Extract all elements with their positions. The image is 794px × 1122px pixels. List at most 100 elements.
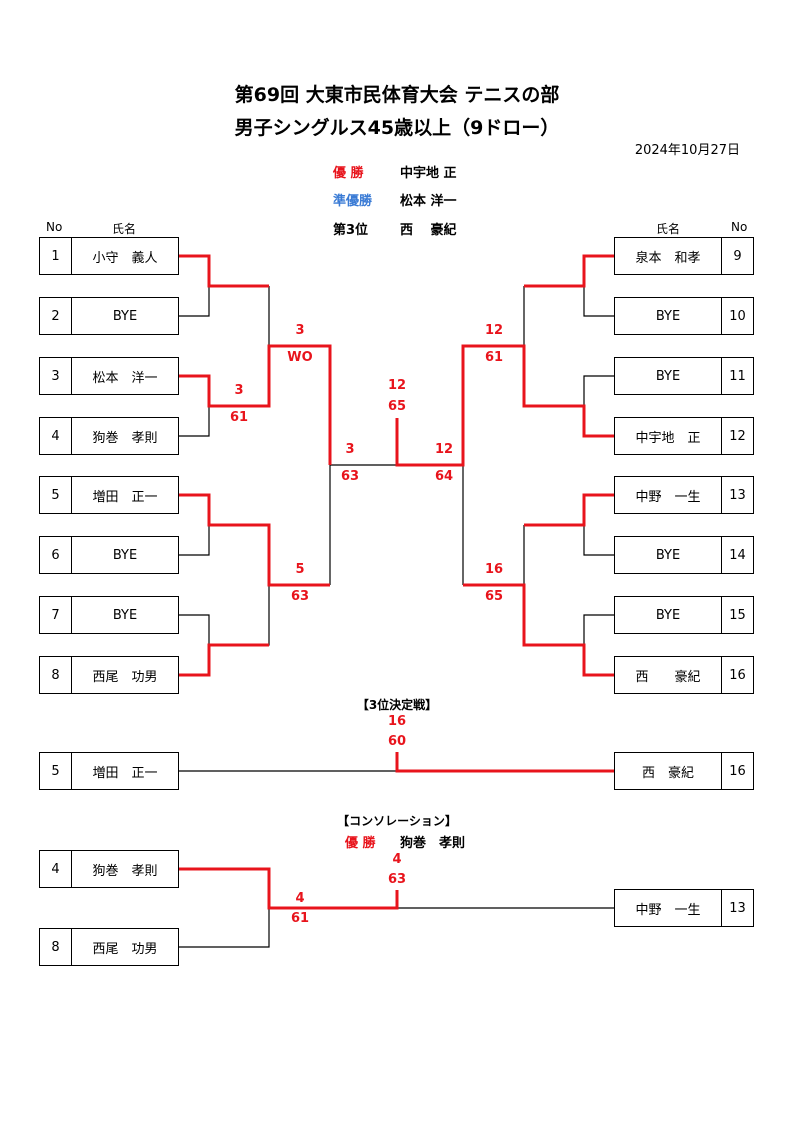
player-name: 西 豪紀 xyxy=(635,669,701,685)
player-name: BYE xyxy=(655,547,681,563)
player-name: 中野 一生 xyxy=(635,902,701,918)
player-box-6: 6 BYE xyxy=(39,536,179,574)
player-box-13: 中野 一生 13 xyxy=(614,476,754,514)
player-box-9: 泉本 和孝 9 xyxy=(614,237,754,275)
player-no: 13 xyxy=(721,890,753,926)
player-no: 15 xyxy=(721,597,753,633)
score-winner: 12 xyxy=(434,442,454,457)
player-no: 2 xyxy=(40,298,72,334)
score-right-sf: 12 64 xyxy=(414,442,474,485)
player-name: BYE xyxy=(655,308,681,324)
left-no-header: No xyxy=(46,220,63,234)
player-no: 16 xyxy=(721,753,753,789)
score-set: 65 xyxy=(387,399,407,414)
consolation-player-13: 中野 一生 13 xyxy=(614,889,754,927)
player-name: 泉本 和孝 xyxy=(635,250,701,266)
player-no: 7 xyxy=(40,597,72,633)
score-set: WO xyxy=(287,350,313,365)
player-name: 小守 義人 xyxy=(92,250,158,266)
player-name: 狗巻 孝則 xyxy=(92,430,158,446)
player-box-14: BYE 14 xyxy=(614,536,754,574)
score-winner: 16 xyxy=(387,714,407,729)
score-set: 63 xyxy=(290,589,310,604)
player-name: BYE xyxy=(655,607,681,623)
player-name: 西尾 功男 xyxy=(92,941,158,957)
score-set: 61 xyxy=(229,410,249,425)
red-winner-lines xyxy=(179,254,614,910)
score-set: 61 xyxy=(484,350,504,365)
score-left-r1: 3 61 xyxy=(209,383,269,426)
player-name: 西尾 功男 xyxy=(92,669,158,685)
third-place-title: 【3位決定戦】 xyxy=(356,698,438,712)
consolation-player-8: 8 西尾 功男 xyxy=(39,928,179,966)
score-winner: 3 xyxy=(345,442,355,457)
title-line-2: 男子シングルス45歳以上（9ドロー） xyxy=(234,117,560,139)
score-set: 60 xyxy=(387,734,407,749)
score-left-sf: 3 63 xyxy=(320,442,380,485)
date: 2024年10月27日 xyxy=(634,143,740,158)
left-name-header: 氏名 xyxy=(112,222,137,236)
score-set: 63 xyxy=(340,469,360,484)
consolation-winner-label: 優 勝 xyxy=(345,836,376,851)
player-name: 中野 一生 xyxy=(635,489,701,505)
player-no: 1 xyxy=(40,238,72,274)
player-no: 9 xyxy=(721,238,753,274)
third-place-right-player: 西 豪紀 16 xyxy=(614,752,754,790)
runner-up-label: 準優勝 xyxy=(333,194,373,209)
player-name: 西 豪紀 xyxy=(641,765,694,781)
player-no: 6 xyxy=(40,537,72,573)
player-box-7: 7 BYE xyxy=(39,596,179,634)
player-no: 8 xyxy=(40,929,72,965)
player-box-12: 中宇地 正 12 xyxy=(614,417,754,455)
score-set: 65 xyxy=(484,589,504,604)
score-winner: 3 xyxy=(295,323,305,338)
score-set: 63 xyxy=(387,872,407,887)
player-name: BYE xyxy=(112,308,138,324)
player-no: 14 xyxy=(721,537,753,573)
player-box-16: 西 豪紀 16 xyxy=(614,656,754,694)
player-name: 中宇地 正 xyxy=(635,430,701,446)
winner-label: 優 勝 xyxy=(333,166,364,181)
player-name: 松本 洋一 xyxy=(92,370,158,386)
third-name: 西 豪紀 xyxy=(400,223,457,238)
score-winner: 12 xyxy=(387,378,407,393)
black-bracket-lines xyxy=(179,286,614,948)
player-box-4: 4 狗巻 孝則 xyxy=(39,417,179,455)
player-no: 16 xyxy=(721,657,753,693)
consolation-winner-name: 狗巻 孝則 xyxy=(400,836,466,851)
winner-name: 中宇地 正 xyxy=(400,166,457,181)
player-name: BYE xyxy=(655,368,681,384)
consolation-title: 【コンソレーション】 xyxy=(337,814,457,828)
player-box-1: 1 小守 義人 xyxy=(39,237,179,275)
score-winner: 4 xyxy=(295,891,305,906)
player-no: 3 xyxy=(40,358,72,394)
player-no: 4 xyxy=(40,851,72,887)
player-no: 5 xyxy=(40,753,72,789)
right-name-header: 氏名 xyxy=(656,222,681,236)
player-name: BYE xyxy=(112,607,138,623)
player-no: 10 xyxy=(721,298,753,334)
title-line-1: 第69回 大東市民体育大会 テニスの部 xyxy=(234,84,560,106)
player-no: 13 xyxy=(721,477,753,513)
player-box-10: BYE 10 xyxy=(614,297,754,335)
score-right-qf1: 12 61 xyxy=(464,323,524,366)
player-no: 4 xyxy=(40,418,72,454)
score-set: 64 xyxy=(434,469,454,484)
consolation-player-4: 4 狗巻 孝則 xyxy=(39,850,179,888)
player-name: BYE xyxy=(112,547,138,563)
score-winner: 3 xyxy=(234,383,244,398)
player-no: 12 xyxy=(721,418,753,454)
player-box-15: BYE 15 xyxy=(614,596,754,634)
player-name: 狗巻 孝則 xyxy=(92,863,158,879)
score-winner: 12 xyxy=(484,323,504,338)
score-winner: 5 xyxy=(295,562,305,577)
